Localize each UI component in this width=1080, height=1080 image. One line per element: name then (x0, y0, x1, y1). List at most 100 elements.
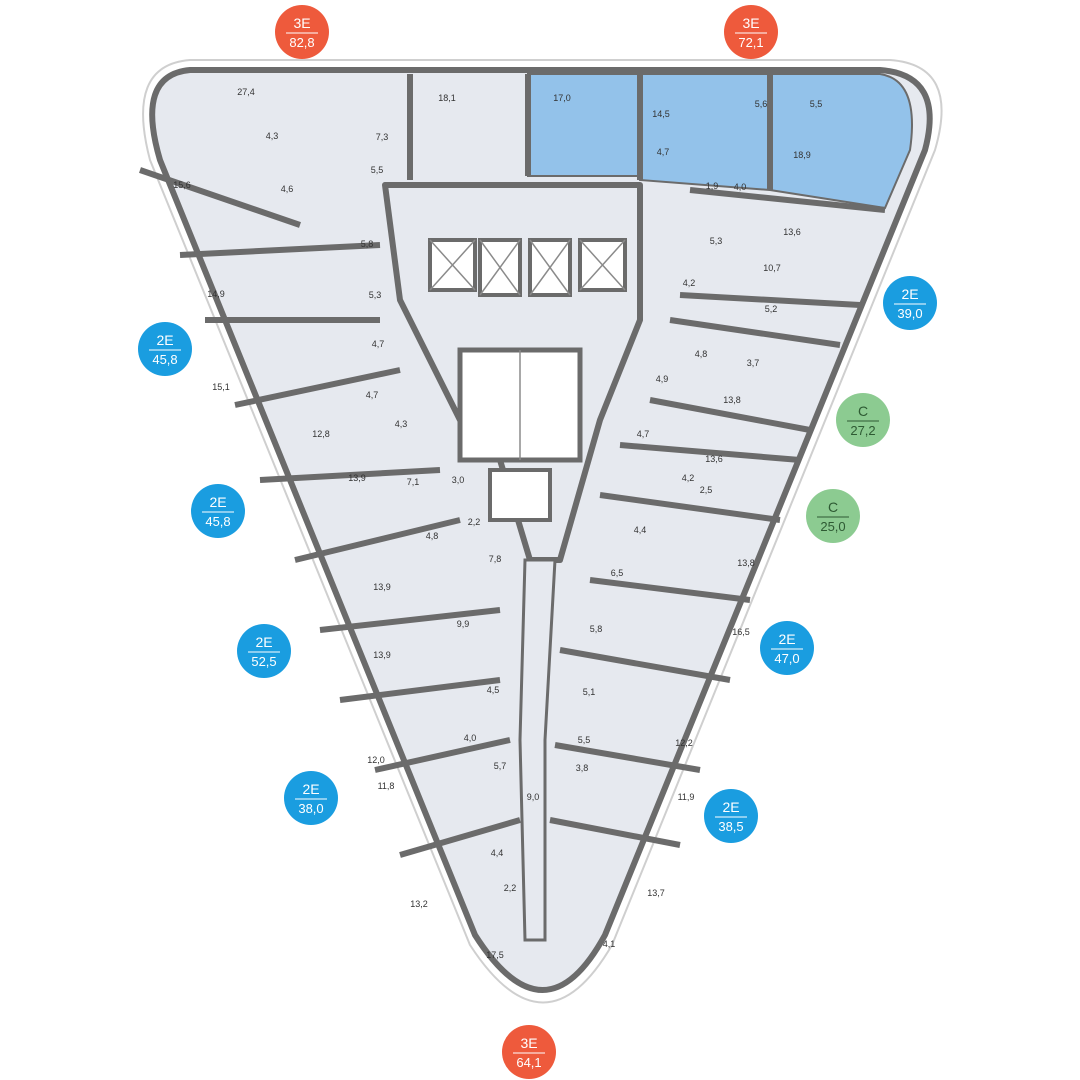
room-area-label: 17,0 (553, 93, 571, 103)
room-area-label: 4,0 (734, 182, 747, 192)
apartment-badge-3e-82-8[interactable]: 3Е 82,8 (275, 5, 329, 59)
room-area-label: 13,7 (647, 888, 665, 898)
badge-type-label: С (828, 499, 838, 515)
top-wing-walls (407, 74, 773, 190)
room-area-label: 27,4 (237, 87, 255, 97)
room-area-label: 18,9 (793, 150, 811, 160)
badge-circle (806, 489, 860, 543)
room-area-label: 9,9 (457, 619, 470, 629)
shaft (488, 468, 552, 522)
badge-area-label: 38,0 (298, 801, 323, 816)
badge-circle (275, 5, 329, 59)
badge-type-label: 2Е (156, 332, 173, 348)
badge-type-label: 2Е (302, 781, 319, 797)
building-outline (142, 59, 943, 1004)
room-area-label: 7,8 (489, 554, 502, 564)
badge-circle (237, 624, 291, 678)
room-area-label: 18,1 (438, 93, 456, 103)
room-area-label: 13,9 (348, 473, 366, 483)
room-area-label: 13,8 (723, 395, 741, 405)
left-wing-walls (139, 167, 521, 858)
room-area-label: 4,7 (366, 390, 379, 400)
badge-circle (836, 393, 890, 447)
room-area-label: 4,5 (487, 685, 500, 695)
badge-circle (724, 5, 778, 59)
room-area-label: 13,6 (705, 454, 723, 464)
room-area-label: 14,5 (652, 109, 670, 119)
room-area-label: 7,1 (407, 477, 420, 487)
apartment-badge-c-25-0[interactable]: С 25,0 (806, 489, 860, 543)
badge-area-label: 45,8 (205, 514, 230, 529)
room-area-label: 4,8 (426, 531, 439, 541)
room-area-label: 2,2 (468, 517, 481, 527)
room-area-label: 7,3 (376, 132, 389, 142)
room-area-label: 11,9 (678, 792, 695, 802)
highlighted-apartment[interactable] (527, 73, 913, 210)
apartment-badge-2e-52-5[interactable]: 2Е 52,5 (237, 624, 291, 678)
room-area-label: 13,9 (373, 650, 391, 660)
room-area-label: 12,8 (312, 429, 330, 439)
room-area-label: 3,8 (576, 763, 589, 773)
badge-circle (760, 621, 814, 675)
badge-area-label: 25,0 (820, 519, 845, 534)
room-area-label: 5,3 (710, 236, 723, 246)
room-area-label: 4,3 (266, 131, 279, 141)
badge-circle (704, 789, 758, 843)
badge-area-label: 64,1 (516, 1055, 541, 1070)
room-area-label: 5,8 (590, 624, 603, 634)
badge-type-label: 3Е (293, 15, 310, 31)
badge-circle (284, 771, 338, 825)
room-area-label: 5,5 (810, 99, 823, 109)
badge-circle (883, 276, 937, 330)
room-area-label: 5,5 (578, 735, 591, 745)
room-area-label: 11,8 (378, 781, 395, 791)
badge-area-label: 82,8 (289, 35, 314, 50)
room-area-label: 16,5 (732, 627, 750, 637)
room-area-label: 13,8 (737, 558, 755, 568)
apartment-badge-2e-38-0[interactable]: 2Е 38,0 (284, 771, 338, 825)
room-area-label: 4,6 (281, 184, 294, 194)
room-area-label: 1,9 (706, 181, 719, 191)
badge-area-label: 39,0 (897, 306, 922, 321)
room-area-label: 13,6 (783, 227, 801, 237)
room-area-label: 5,8 (361, 239, 374, 249)
badge-area-label: 27,2 (850, 423, 875, 438)
room-area-label: 13,9 (373, 582, 391, 592)
badge-type-label: 2Е (255, 634, 272, 650)
room-area-label: 3,0 (452, 475, 465, 485)
room-area-label: 6,5 (611, 568, 624, 578)
badge-type-label: 2Е (778, 631, 795, 647)
badge-area-label: 72,1 (738, 35, 763, 50)
apartment-badge-c-27-2[interactable]: С27,2 (836, 393, 890, 447)
room-area-label: 3,7 (747, 358, 760, 368)
room-area-label: 4,7 (637, 429, 650, 439)
room-area-label: 5,3 (369, 290, 382, 300)
badge-area-label: 52,5 (251, 654, 276, 669)
badge-type-label: 2Е (722, 799, 739, 815)
room-area-label: 15,1 (212, 382, 230, 392)
apartment-badges: 3Е82,83Е72,12Е39,02Е45,8С27,22Е45,8С25,0… (138, 5, 937, 1079)
badge-type-label: 2Е (901, 286, 918, 302)
right-wing-walls (549, 187, 886, 848)
room-area-label: 4,1 (603, 939, 616, 949)
apartment-badge-2e-39-0[interactable]: 2Е 39,0 (883, 276, 937, 330)
room-area-label: 9,0 (527, 792, 540, 802)
room-area-label: 4,4 (634, 525, 647, 535)
room-area-label: 5,1 (583, 687, 596, 697)
room-area-label: 5,5 (371, 165, 384, 175)
badge-circle (138, 322, 192, 376)
room-area-label: 13,2 (410, 899, 428, 909)
badge-area-label: 45,8 (152, 352, 177, 367)
room-area-label: 4,7 (372, 339, 385, 349)
room-area-label: 12,0 (367, 755, 385, 765)
room-area-label: 4,2 (682, 473, 695, 483)
room-area-label: 15,6 (173, 180, 191, 190)
apartment-badge-2e-45-8-a[interactable]: 2Е 45,8 (138, 322, 192, 376)
badge-circle (502, 1025, 556, 1079)
badge-circle (191, 484, 245, 538)
